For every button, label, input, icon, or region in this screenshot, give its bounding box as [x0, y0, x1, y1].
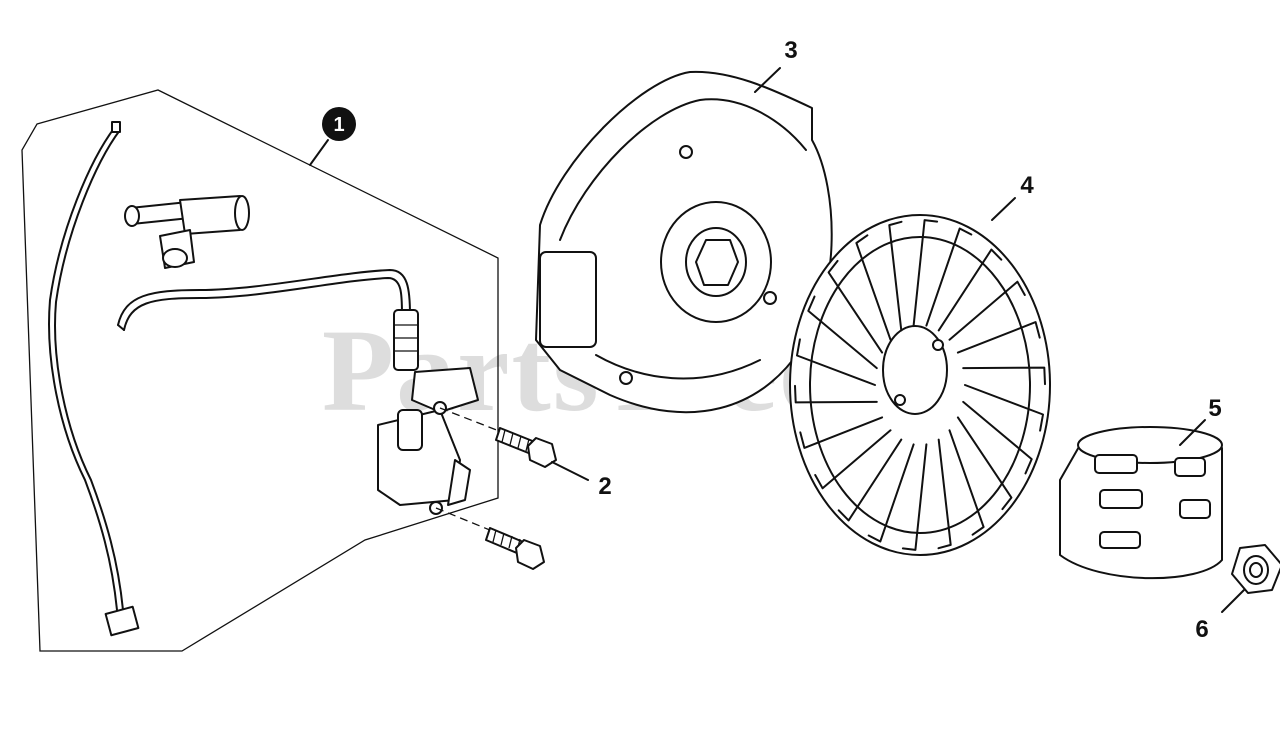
- callout-5[interactable]: 5: [1208, 395, 1221, 422]
- flywheel-fin: [814, 429, 892, 490]
- flywheel-fin: [956, 321, 1041, 354]
- leader-1: [309, 139, 329, 166]
- coil-lead-wire: [117, 269, 411, 326]
- spark-plug-boot[interactable]: [124, 195, 250, 269]
- flywheel-fin: [796, 338, 876, 386]
- flywheel-fin: [799, 416, 884, 449]
- flywheel-fin: [855, 234, 892, 341]
- flywheel-fin: [912, 219, 939, 327]
- flywheel-fin: [807, 295, 878, 370]
- flywheel-nut[interactable]: [1231, 544, 1280, 594]
- leader-6: [1221, 589, 1245, 613]
- starter-cup[interactable]: [1059, 426, 1223, 580]
- flywheel-fin: [867, 443, 915, 543]
- flywheel-fin: [837, 438, 903, 522]
- flywheel-fins: [794, 219, 1046, 551]
- flywheel-fin: [956, 416, 1013, 511]
- flywheel-fin: [964, 384, 1044, 432]
- flywheel-fin: [794, 384, 878, 404]
- flywheel-fin: [888, 220, 903, 332]
- flywheel[interactable]: [789, 214, 1051, 556]
- flywheel-fin: [962, 400, 1033, 475]
- ignition-wire[interactable]: [48, 121, 140, 637]
- flywheel-fin: [925, 227, 973, 327]
- flywheel-fin: [937, 438, 952, 550]
- flywheel-fin: [937, 248, 1003, 332]
- callout-1[interactable]: 1: [322, 107, 356, 141]
- callout-2[interactable]: 2: [598, 473, 611, 500]
- flywheel-fin: [827, 259, 884, 354]
- flywheel-fin: [948, 280, 1026, 341]
- leader-2: [551, 461, 589, 481]
- flywheel-fin: [948, 429, 985, 536]
- callout-3[interactable]: 3: [784, 37, 797, 64]
- coil-screw-upper[interactable]: [495, 427, 557, 468]
- callout-6[interactable]: 6: [1195, 616, 1208, 643]
- flywheel-fin: [962, 366, 1046, 386]
- flywheel-shroud[interactable]: [535, 70, 833, 414]
- leader-5: [1179, 419, 1206, 446]
- leader-4: [991, 197, 1016, 221]
- svg-text:1: 1: [333, 114, 344, 136]
- flywheel-fin: [901, 443, 928, 551]
- ignition-coil[interactable]: [377, 309, 479, 515]
- kit-boundary: [21, 89, 499, 652]
- coil-screw-lower[interactable]: [485, 527, 545, 570]
- callout-4[interactable]: 4: [1020, 172, 1034, 199]
- leader-3: [754, 67, 781, 93]
